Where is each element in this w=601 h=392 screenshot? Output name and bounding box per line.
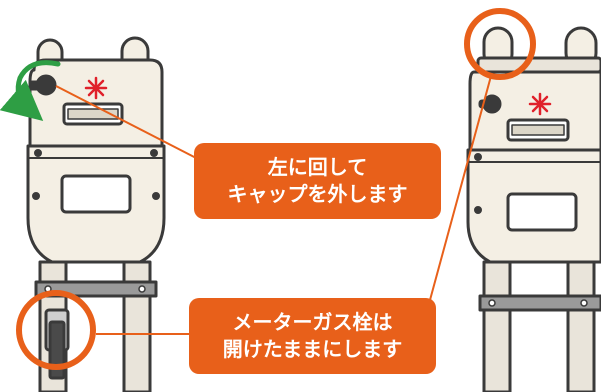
left-label-plate (60, 174, 132, 214)
callout-cap-line1: 左に回して (267, 155, 368, 179)
right-gas-meter (466, 26, 601, 392)
red-indicator-icon-right (528, 92, 552, 116)
leader-line-cap (55, 85, 201, 161)
leader-line-cap-right (429, 75, 492, 301)
right-pipe-left (482, 260, 512, 392)
rotate-left-arrow-icon (0, 60, 61, 122)
right-label-plate (506, 192, 578, 232)
valve-highlight-circle-icon (16, 290, 96, 370)
callout-valve-line2: 開けたままにします (222, 337, 403, 361)
red-indicator-icon (84, 76, 108, 100)
right-pipe-band (478, 294, 601, 312)
callout-cap-line2: キャップを外します (227, 182, 408, 206)
callout-keep-valve-open: メーターガス栓は 開けたままにします (189, 298, 436, 374)
callout-valve-line1: メーターガス栓は (232, 310, 393, 334)
left-gas-meter (26, 36, 166, 392)
highlight-circle-icon (464, 8, 536, 80)
right-top-plate (476, 56, 601, 74)
callout-remove-cap: 左に回して キャップを外します (194, 143, 441, 219)
right-pipe-right (566, 260, 596, 392)
